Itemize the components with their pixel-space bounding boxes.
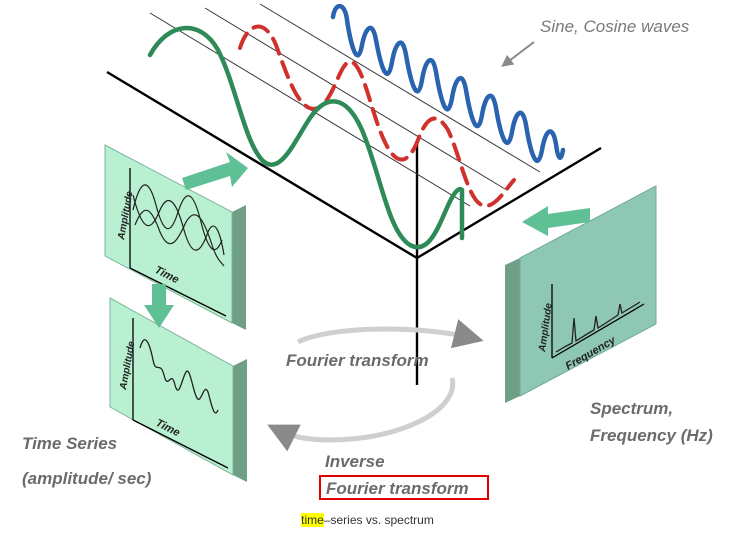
highlight-box xyxy=(319,475,489,500)
caption: time–series vs. spectrum xyxy=(0,513,735,527)
label-amplitude-sec: (amplitude/ sec) xyxy=(22,469,152,488)
axis-frame xyxy=(106,70,602,385)
panel-time-series-top: Amplitude Time xyxy=(104,144,246,330)
label-inverse-fourier: Fourier transform xyxy=(326,479,469,498)
red-wave xyxy=(238,24,516,208)
label-frequency-hz: Frequency (Hz) xyxy=(590,426,713,445)
panel-top-signal-2 xyxy=(132,194,225,256)
cycle-arrow-forward xyxy=(296,319,484,349)
label-spectrum: Spectrum, xyxy=(590,399,673,418)
label-fourier-transform: Fourier transform xyxy=(286,351,429,370)
arrow-to-waves-left xyxy=(182,152,248,190)
caption-highlight: time xyxy=(301,513,324,527)
blue-wave xyxy=(330,3,566,163)
green-wave xyxy=(147,25,465,250)
label-time-series: Time Series xyxy=(22,434,117,453)
panel-top-signal-3 xyxy=(134,209,225,267)
arrow-down-between-panels xyxy=(144,284,174,328)
panel-bottom-signal xyxy=(139,339,219,414)
green-arrows xyxy=(144,152,590,328)
label-inverse: Inverse xyxy=(325,452,385,471)
caption-text: –series vs. spectrum xyxy=(323,513,434,527)
cycle-arrows xyxy=(267,319,484,452)
spectrum-peaks xyxy=(555,301,641,353)
pointer-arrow xyxy=(501,41,535,67)
label-sine-cosine: Sine, Cosine waves xyxy=(540,17,690,36)
arrow-from-spectrum xyxy=(522,206,590,236)
panel-time-series-bottom: Amplitude Time xyxy=(109,297,247,482)
cycle-arrow-back xyxy=(267,377,456,452)
